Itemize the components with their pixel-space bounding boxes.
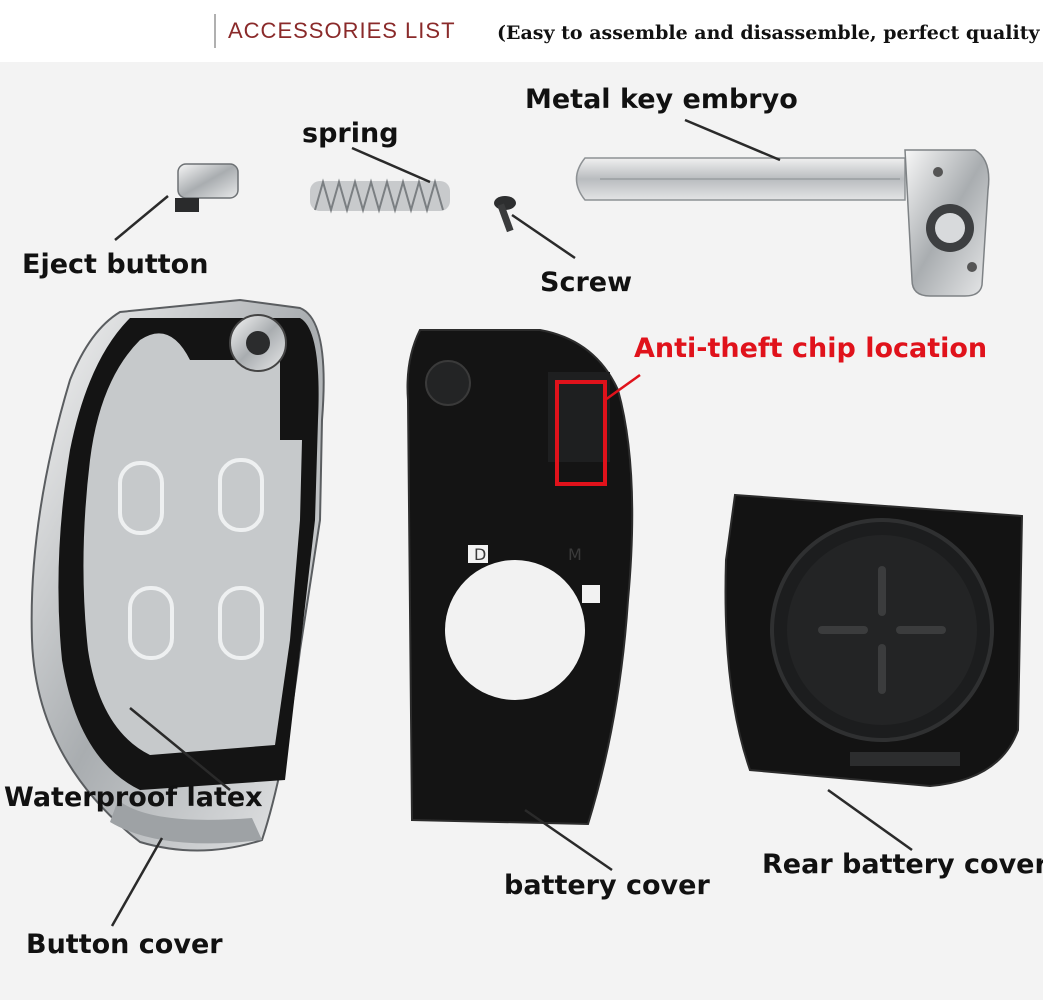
- svg-text:D: D: [474, 545, 486, 564]
- header-subtitle: (Easy to assemble and disassemble, perfe…: [497, 22, 1040, 44]
- chip-highlight-box: [555, 380, 607, 486]
- spring-part: [310, 178, 450, 214]
- leader-lines: [110, 118, 913, 927]
- label-button-cover: Button cover: [26, 929, 223, 960]
- svg-text:M: M: [568, 545, 582, 564]
- label-spring: spring: [302, 118, 399, 149]
- label-battery-cover: battery cover: [504, 870, 710, 901]
- battery-cover-part: D M: [406, 329, 634, 826]
- label-metal-key-embryo: Metal key embryo: [525, 84, 798, 115]
- label-rear-battery-cover: Rear battery cover: [762, 849, 1043, 880]
- button-cover-part: [30, 298, 325, 852]
- header: ACCESSORIES LIST (Easy to assemble and d…: [0, 0, 1043, 63]
- eject-button-part: [175, 163, 239, 212]
- label-eject-button: Eject button: [22, 249, 209, 280]
- rear-battery-cover-part: [724, 493, 1024, 788]
- header-title: ACCESSORIES LIST: [228, 18, 456, 43]
- label-screw: Screw: [540, 267, 633, 298]
- label-anti-theft-chip: Anti-theft chip location: [634, 333, 988, 364]
- label-waterproof-latex: Waterproof latex: [4, 782, 263, 813]
- anti-theft-leader-line: [604, 373, 641, 402]
- metal-key-embryo: [575, 149, 990, 297]
- screw-part: [494, 196, 516, 233]
- header-divider: [214, 14, 216, 48]
